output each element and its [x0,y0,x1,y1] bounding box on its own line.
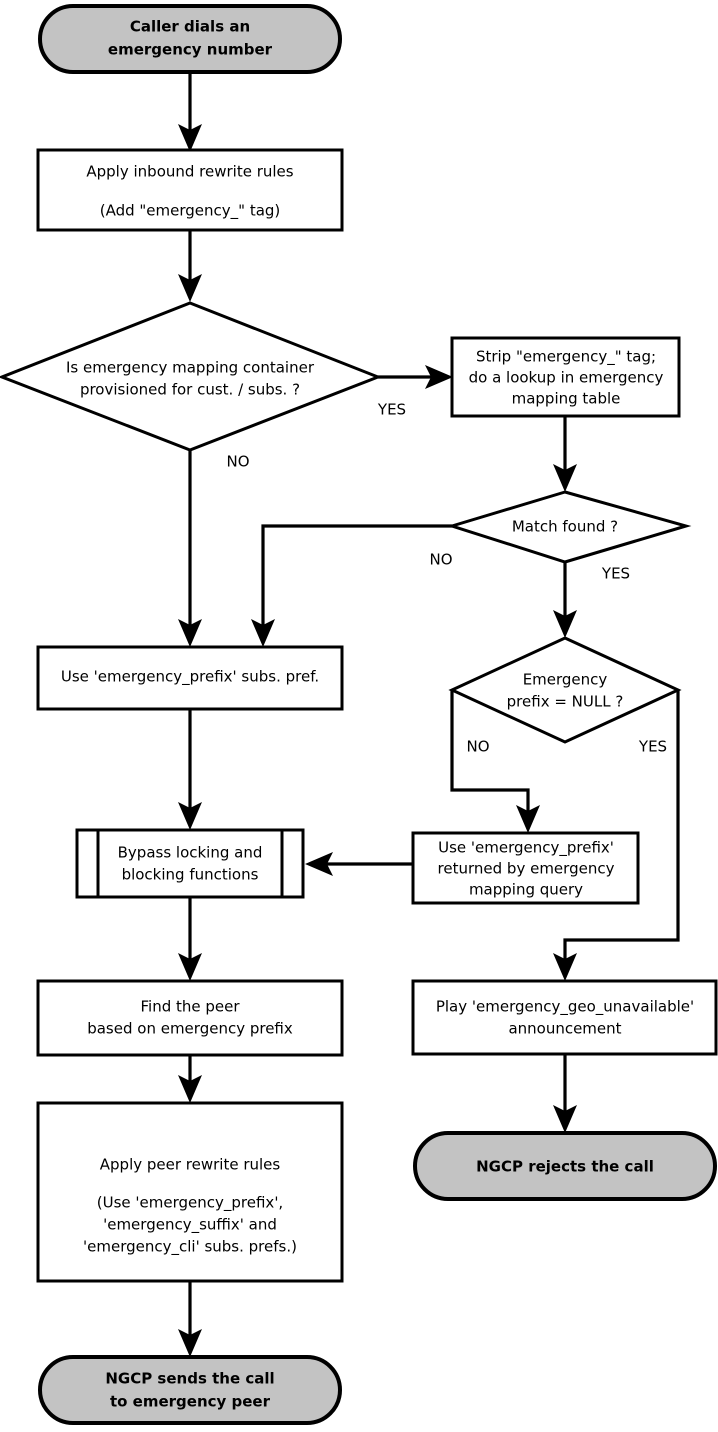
mapping-container-label-line-1: Is emergency mapping container [66,359,315,377]
apply-peer-rewrite-label-line-1: Apply peer rewrite rules [100,1156,281,1174]
strip-lookup-process-shape [450,336,681,418]
send-terminator-shape [38,1355,342,1425]
send-label-line-2: to emergency peer [110,1393,271,1411]
edge-mapping-container-no [178,449,202,647]
node-prefix-null: Emergency prefix = NULL ? [448,636,682,744]
play-announcement-label-line-2: announcement [508,1020,621,1038]
reject-terminator-shape [413,1131,717,1201]
node-find-peer: Find the peer based on emergency prefix [36,979,344,1057]
apply-peer-rewrite-label-line-3: 'emergency_suffix' and [103,1216,277,1235]
node-strip-lookup: Strip "emergency_" tag; do a lookup in e… [450,336,681,418]
use-returned-prefix-label-line-3: mapping query [469,881,583,899]
bypass-label-line-1: Bypass locking and [118,844,263,862]
node-apply-inbound: Apply inbound rewrite rules (Add "emerge… [36,148,344,232]
play-announcement-label-line-1: Play 'emergency_geo_unavailable' [436,998,694,1017]
play-announcement-process-shape [411,979,718,1056]
edge-label-match-no: NO [429,551,452,569]
edge-match-found-no [251,524,452,647]
find-peer-label-line-2: based on emergency prefix [87,1020,293,1038]
edge-start-to-apply-inbound [178,72,202,152]
find-peer-process-shape [36,979,344,1057]
edge-label-match-yes: YES [601,565,630,583]
apply-peer-rewrite-label-line-2: (Use 'emergency_prefix', [97,1194,283,1213]
strip-lookup-label-line-2: do a lookup in emergency [469,369,664,387]
strip-lookup-label-line-1: Strip "emergency_" tag; [476,348,656,367]
match-found-decision-shape [446,490,692,564]
bypass-label-line-2: blocking functions [122,866,259,884]
bypass-predefined-process-shape [75,828,305,899]
mapping-container-label-line-2: provisioned for cust. / subs. ? [80,381,300,399]
edge-label-null-no: NO [466,738,489,756]
node-use-returned-prefix: Use 'emergency_prefix' returned by emerg… [411,831,640,905]
prefix-null-label-line-2: prefix = NULL ? [507,693,624,711]
apply-inbound-label-line-2: (Add "emergency_" tag) [100,202,281,221]
node-play-announcement: Play 'emergency_geo_unavailable' announc… [411,979,718,1056]
edge-use-subs-pref-to-bypass [178,709,202,830]
node-send: NGCP sends the call to emergency peer [38,1355,342,1425]
start-terminator-shape [38,4,342,74]
use-subs-pref-label: Use 'emergency_prefix' subs. pref. [61,668,319,687]
node-use-subs-pref: Use 'emergency_prefix' subs. pref. [36,645,344,711]
edge-find-peer-to-apply-peer-rewrite [178,1055,202,1103]
strip-lookup-label-line-3: mapping table [512,390,621,408]
find-peer-label-line-1: Find the peer [140,998,240,1016]
node-match-found: Match found ? [446,490,692,564]
use-returned-prefix-label-line-2: returned by emergency [438,860,615,878]
edge-label-null-yes: YES [638,738,667,756]
use-returned-prefix-process-shape [411,831,640,905]
use-subs-pref-process-shape [36,645,344,711]
edge-label-mapping-no: NO [226,453,249,471]
edge-label-mapping-yes: YES [377,401,406,419]
edge-label-layer: YES NO NO YES NO YES [226,401,667,756]
send-label-line-1: NGCP sends the call [105,1370,274,1388]
prefix-null-decision-shape [448,636,682,744]
edge-mapping-container-yes [378,365,453,389]
apply-peer-rewrite-label-line-4: 'emergency_cli' subs. prefs.) [83,1238,297,1257]
mapping-container-decision-shape [0,301,383,452]
edge-prefix-null-no [450,690,540,833]
apply-inbound-label-line-1: Apply inbound rewrite rules [86,163,293,181]
edge-play-announcement-to-reject [553,1054,577,1133]
apply-peer-rewrite-process-shape [36,1101,344,1283]
node-start: Caller dials an emergency number [38,4,342,74]
node-reject: NGCP rejects the call [413,1131,717,1201]
start-label-line-2: emergency number [108,41,273,59]
use-returned-prefix-label-line-1: Use 'emergency_prefix' [438,839,614,858]
edge-apply-inbound-to-mapping-container [178,230,202,302]
match-found-label: Match found ? [512,518,618,536]
edge-strip-lookup-to-match-found [553,416,577,492]
connector-layer [178,72,680,1357]
prefix-null-label-line-1: Emergency [523,671,608,689]
edge-prefix-null-yes [553,690,680,981]
edge-match-found-yes [553,562,577,638]
node-apply-peer-rewrite: Apply peer rewrite rules (Use 'emergency… [36,1101,344,1283]
node-mapping-container: Is emergency mapping container provision… [0,301,383,452]
edge-use-returned-prefix-to-bypass [305,852,413,876]
edge-bypass-to-find-peer [178,897,202,981]
start-label-line-1: Caller dials an [130,18,250,36]
edge-apply-peer-rewrite-to-send [178,1281,202,1357]
apply-inbound-process-shape [36,148,344,232]
node-bypass: Bypass locking and blocking functions [75,828,305,899]
reject-label: NGCP rejects the call [476,1158,654,1176]
